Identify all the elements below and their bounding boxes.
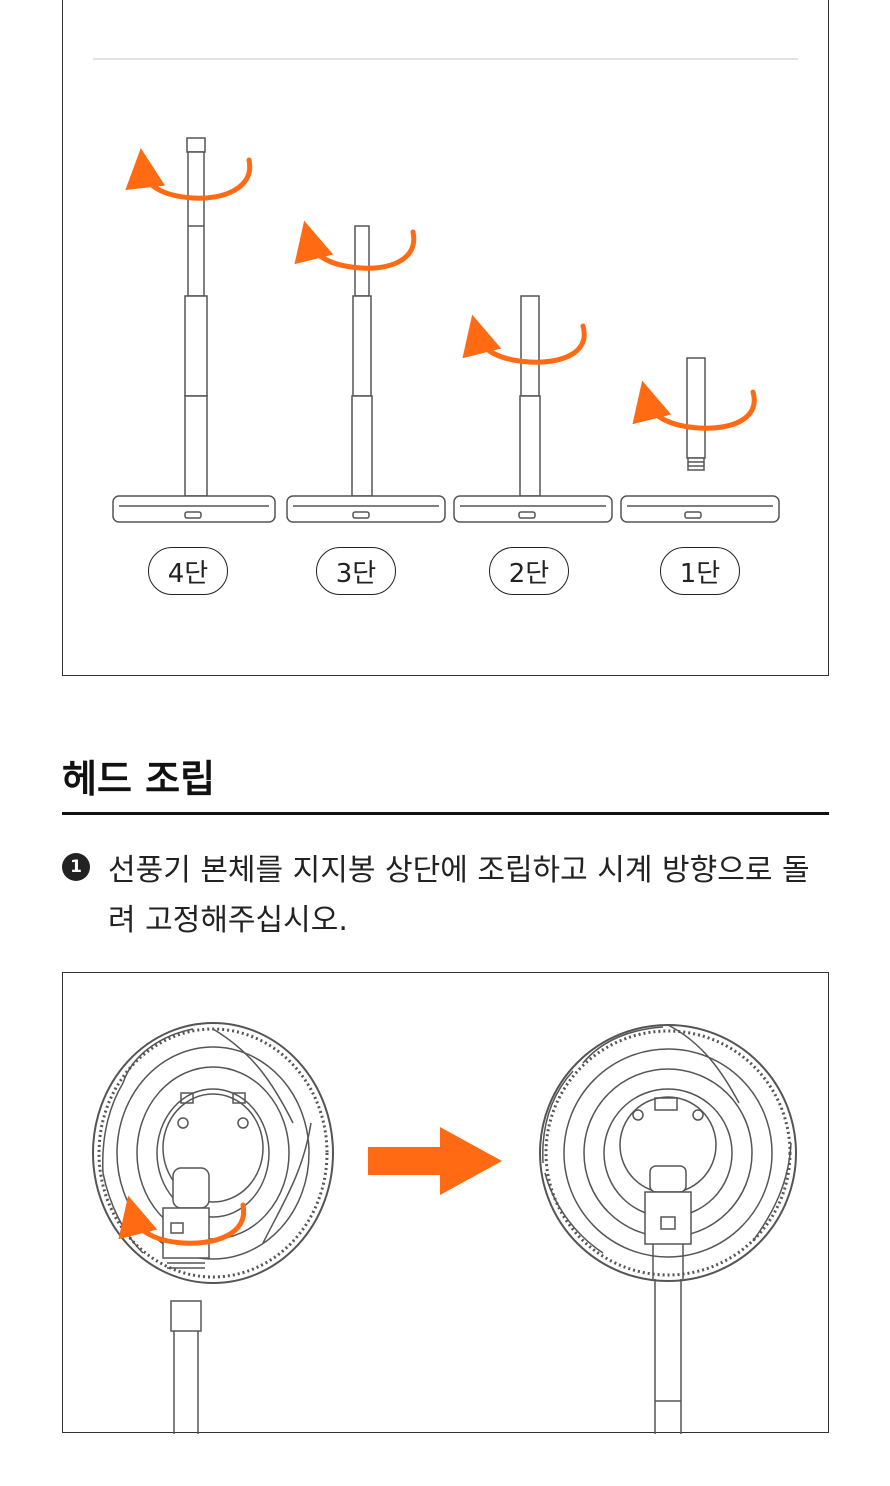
stage-label-2: 2단 bbox=[489, 547, 569, 595]
stage-label-4: 4단 bbox=[148, 547, 228, 595]
stand-4-stage bbox=[112, 137, 276, 523]
step-text: 선풍기 본체를 지지봉 상단에 조립하고 시계 방향으로 돌려 고정해주십시오. bbox=[108, 853, 810, 938]
stand-2-stage bbox=[453, 295, 613, 523]
stand-3-stage bbox=[286, 225, 446, 523]
section-title: 헤드 조립 bbox=[62, 757, 216, 801]
fan-head-after bbox=[539, 1024, 797, 1434]
head-assembly-panel bbox=[62, 972, 829, 1434]
step-number-badge: 1 bbox=[62, 853, 90, 881]
pole-stages-panel: 4단 3단 2단 1단 bbox=[62, 0, 829, 676]
rotate-arrow-icon bbox=[118, 1195, 247, 1246]
stage-label-1: 1단 bbox=[660, 547, 740, 595]
divider bbox=[93, 58, 798, 60]
rotate-arrow-icon bbox=[632, 380, 757, 431]
rotate-arrow-icon bbox=[294, 220, 417, 271]
rotate-arrow-icon bbox=[125, 148, 253, 201]
title-divider bbox=[62, 812, 829, 815]
stage-label-3: 3단 bbox=[316, 547, 396, 595]
pole-stages-illustration bbox=[112, 137, 780, 523]
head-assembly-illustration bbox=[92, 1022, 797, 1434]
fan-head-before bbox=[92, 1022, 334, 1434]
rotate-arrow-icon bbox=[462, 314, 587, 365]
stand-1-stage bbox=[620, 357, 780, 523]
right-arrow-icon bbox=[368, 1127, 502, 1195]
